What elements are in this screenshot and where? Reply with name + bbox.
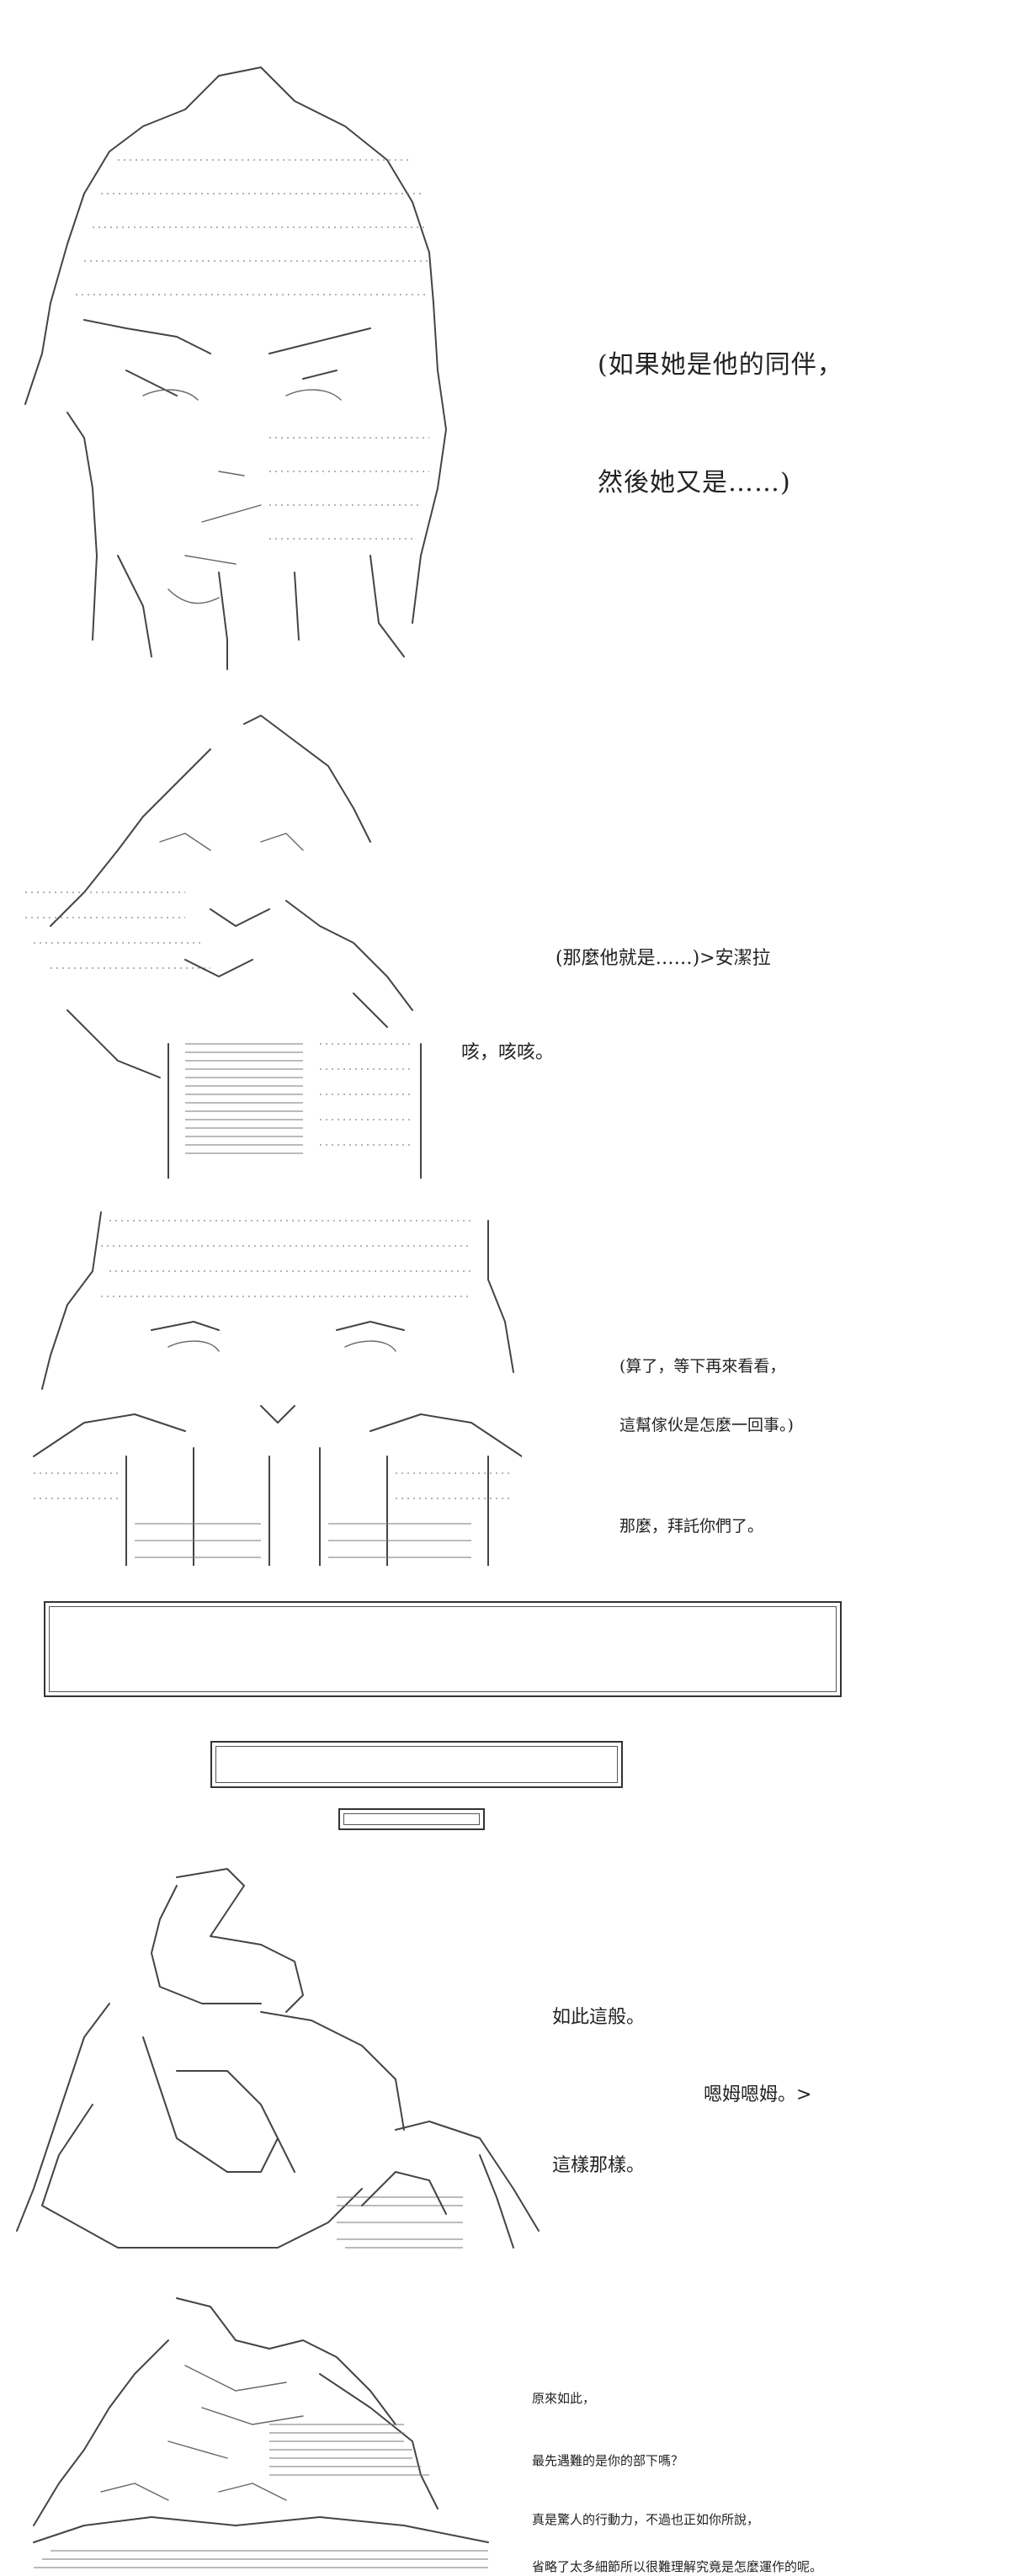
thought-line: 然後她又是……): [598, 468, 791, 498]
panel-3: (算了，等下再來看看， 這幫傢伙是怎麼一回事。) 那麼，拜託你們了。: [0, 1170, 1010, 1566]
dialogue-line: 省略了太多細節所以很難理解究竟是怎麼運作的呢。: [532, 2559, 823, 2574]
panel-4: 如此這般。 嗯姆嗯姆。> 這樣那樣。: [0, 1844, 1010, 2265]
dialogue-line: 真是驚人的行動力，不過也正如你所說，: [532, 2512, 760, 2527]
thought-line: 這幫傢伙是怎麼一回事。): [619, 1416, 794, 1434]
panel-2: (那麼他就是……)>安潔拉 咳，咳咳。: [0, 690, 1010, 1179]
panel-5: 原來如此， 最先遇難的是你的部下嗎？ 真是驚人的行動力，不過也正如你所說， 省略…: [0, 2265, 1010, 2576]
dialogue-line: 原來如此，: [532, 2391, 596, 2406]
dialogue-line: 那麼，拜託你們了。: [619, 1517, 764, 1535]
dialogue-line: 嗯姆嗯姆。>: [704, 2084, 812, 2105]
thought-line: (如果她是他的同伴，: [598, 350, 843, 380]
dialogue-line: 咳，咳咳。: [461, 1042, 555, 1063]
ascii-art-seated-characters: [8, 1852, 547, 2265]
dialogue-line: 如此這般。: [552, 2007, 646, 2028]
empty-frame-small: [338, 1808, 485, 1830]
ascii-art-hooded-girl: [17, 51, 488, 673]
ascii-art-shouting-girl: [17, 1204, 522, 1566]
thought-line: (算了，等下再來看看，: [619, 1357, 786, 1376]
ascii-art-winged-creature: [17, 2290, 505, 2576]
panel-1: (如果她是他的同伴， 然後她又是……): [0, 0, 1010, 690]
empty-frame-medium: [210, 1741, 623, 1788]
dialogue-line: 最先遇難的是你的部下嗎？: [532, 2453, 684, 2468]
ascii-art-coughing-character: [17, 707, 454, 1179]
dialogue-line: 這樣那樣。: [552, 2155, 646, 2176]
empty-frame-large: [44, 1601, 842, 1697]
thought-line: (那麼他就是……)>安潔拉: [556, 948, 771, 969]
